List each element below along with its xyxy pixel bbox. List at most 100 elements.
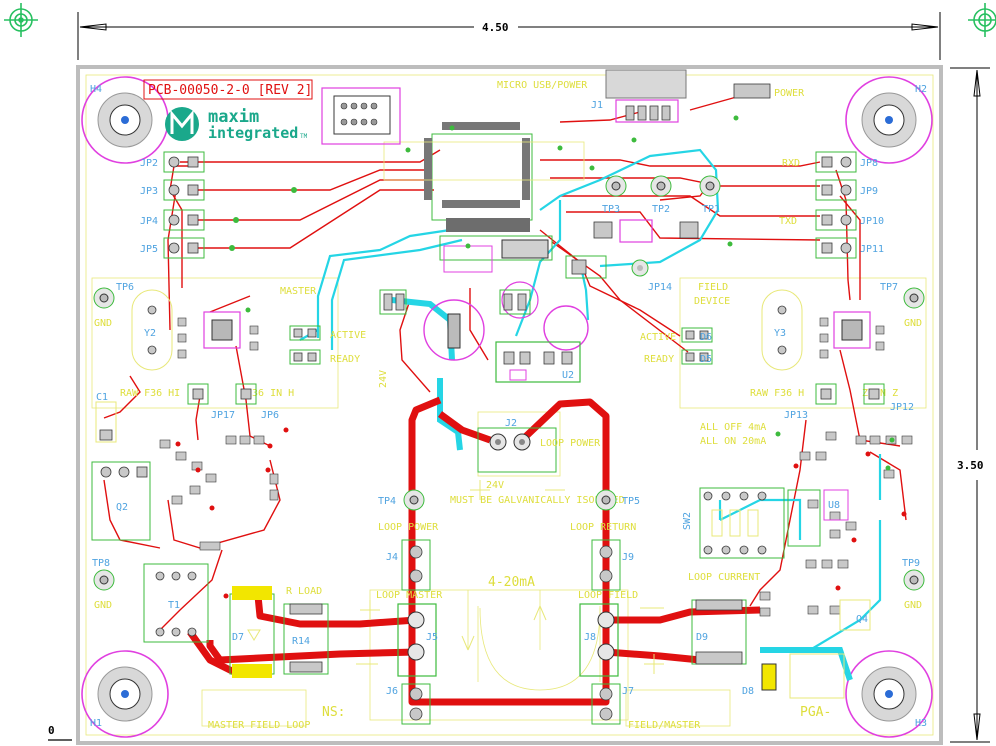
leds-right: [681, 327, 713, 365]
mounting-hole-h2: [845, 76, 933, 164]
board-outline: [76, 65, 943, 745]
ns-mirror-label: NS:: [322, 705, 345, 720]
passives-left: [159, 317, 279, 551]
test-points-top: [605, 175, 721, 197]
tp5-label: TP5: [622, 496, 640, 507]
dip-switch-sw2: [699, 487, 785, 559]
all-off-label: ALL OFF 4mA: [700, 422, 766, 433]
q4-label: Q4: [856, 614, 868, 625]
h1-label: H1: [90, 718, 102, 729]
pad-near-tp2: [679, 221, 699, 239]
field-master-label: FIELD/MASTER: [628, 720, 701, 731]
d6-label: D6: [700, 332, 712, 343]
height-dimension-label: 3.50: [957, 459, 984, 472]
y2-label: Y2: [144, 328, 156, 339]
height-dimension: [950, 67, 990, 743]
raw-right-label: RAW F36 H: [750, 388, 804, 399]
pga-mirror-label: PGA-: [800, 705, 831, 720]
r-load-label: R LOAD: [286, 586, 322, 597]
gnd-label-bl: GND: [94, 600, 112, 611]
regulator-u2: [495, 341, 581, 383]
transistor-q4: [839, 599, 871, 631]
leds-left: [289, 325, 321, 365]
j5-label: J5: [426, 632, 438, 643]
ic-u8: [787, 489, 849, 547]
modem-ic-left: [203, 311, 241, 349]
loop-range-label: 4-20mA: [488, 575, 535, 590]
part-number-frame: [143, 79, 313, 100]
gnd-label-tr: GND: [904, 318, 922, 329]
resistor-r14: [283, 603, 329, 675]
registration-target-left-icon: [4, 3, 38, 37]
j9-label: J9: [622, 552, 634, 563]
raw-left-label: RAW F36 HI: [120, 388, 180, 399]
tp8-label: TP8: [92, 558, 110, 569]
mounting-hole-h4: [81, 76, 169, 164]
d9-label: D9: [696, 632, 708, 643]
ready-label: READY: [330, 354, 360, 365]
jumpers-jp17-jp6: [187, 383, 257, 405]
d8-label: D8: [742, 686, 754, 697]
board-keepout: [85, 74, 934, 736]
jp17-label: JP17: [211, 410, 235, 421]
part-number: PCB-00050-2-0 [REV 2]: [148, 83, 312, 98]
j8-label: J8: [584, 632, 596, 643]
top-copper-traces: [103, 91, 907, 631]
jp8-label: JP8: [860, 158, 878, 169]
jumpers-left: [163, 151, 205, 259]
jp5-label: JP5: [140, 244, 158, 255]
power-label: POWER: [774, 88, 805, 99]
supply-label: 24V: [486, 480, 504, 491]
crystal-y2: [131, 289, 173, 371]
tp9-label: TP9: [902, 558, 920, 569]
vias: [229, 115, 895, 471]
j1-label: J1: [591, 100, 603, 111]
tp7-label: TP7: [880, 282, 898, 293]
h3-label: H3: [915, 718, 927, 729]
connector-j2: [477, 427, 557, 473]
j2-label: J2: [505, 418, 517, 429]
mounting-hole-h3: [845, 650, 933, 738]
modem-ic-right: [833, 311, 871, 349]
u2-label: U2: [562, 370, 574, 381]
mcu-footprint: [383, 122, 585, 232]
crystal-y3: [761, 289, 803, 371]
d5-label: D5: [700, 354, 712, 365]
y3-label: Y3: [774, 328, 786, 339]
t1-label: T1: [168, 600, 180, 611]
capacitor-c1: [95, 401, 117, 443]
jp9-label: JP9: [860, 186, 878, 197]
jp4-label: JP4: [140, 216, 158, 227]
master-label: MASTER: [280, 286, 317, 297]
loop-direction-arrows: [356, 480, 664, 674]
gnd-label-br: GND: [904, 600, 922, 611]
jumper-jp14: [565, 255, 649, 279]
h4-label: H4: [90, 84, 102, 95]
registration-target-right-icon: [968, 3, 996, 37]
gnd-label-tl: GND: [94, 318, 112, 329]
jp14-label: JP14: [648, 282, 672, 293]
transformer-t1: [143, 563, 209, 643]
tp6-label: TP6: [116, 282, 134, 293]
jp6-label: JP6: [261, 410, 279, 421]
passives-right-ic: [819, 317, 885, 359]
diode-d7: [229, 586, 275, 678]
logo-line2: integrated: [208, 124, 298, 142]
loop-voltage-rotated: 24V: [378, 370, 389, 388]
jp2-label: JP2: [140, 158, 158, 169]
loop-connectors-right: [579, 539, 621, 725]
loop-power-label: LOOP POWER: [378, 522, 439, 533]
jp3-label: JP3: [140, 186, 158, 197]
jp10-label: JP10: [860, 216, 884, 227]
jp12-label: JP12: [890, 402, 914, 413]
master-field-label: MASTER FIELD LOOP: [208, 720, 310, 731]
tp1-label: TP1: [702, 204, 720, 215]
h2-label: H2: [915, 84, 927, 95]
f36-in-label: F36 IN H: [246, 388, 294, 399]
loop-master-label: LOOP MASTER: [376, 590, 443, 601]
diode-d8: [761, 653, 845, 699]
j6-label: J6: [386, 686, 398, 697]
width-dimension: [77, 12, 941, 60]
bulk-capacitors: [379, 281, 589, 361]
